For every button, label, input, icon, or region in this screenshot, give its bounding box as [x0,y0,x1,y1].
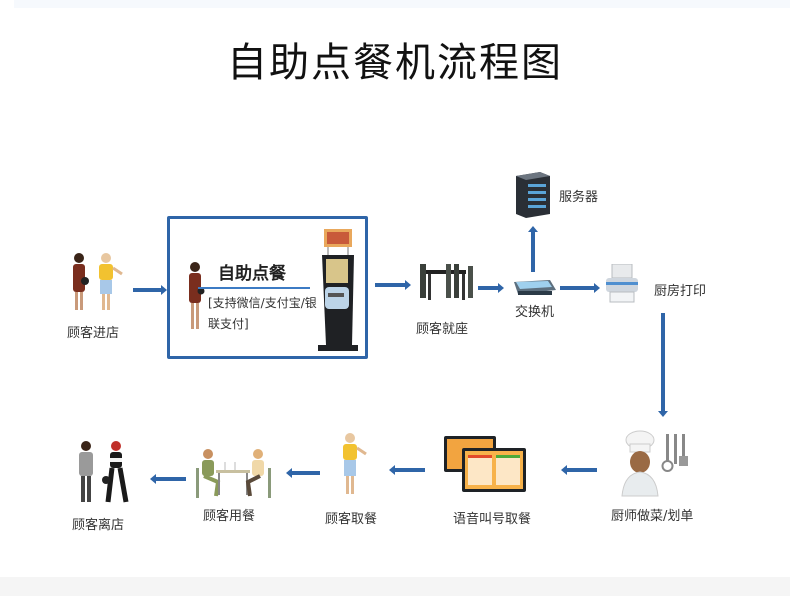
node-label-dine: 顾客用餐 [203,509,256,524]
arrow-up [528,226,538,272]
customers-leaving-icon [79,441,129,503]
node-label-leave: 顾客离店 [72,518,125,533]
arrow-right [560,283,600,293]
dining-couple-icon [196,449,271,498]
node-label-server: 服务器 [559,190,599,205]
arrow-left [150,474,186,484]
self-order-box: 自助点餐 [支持微信/支付宝/银联支付] [167,216,368,359]
self-order-subtitle: [支持微信/支付宝/银联支付] [208,296,317,331]
chef-icon [621,430,688,497]
dining-table-icon [420,264,473,300]
arrow-left [286,468,320,478]
customer-icon [189,262,205,329]
top-strip [14,0,790,8]
server-icon [516,172,550,218]
node-label-pickup: 顾客取餐 [325,512,378,527]
node-label-seat: 顾客就座 [416,322,469,337]
node-label-chef: 厨师做菜/划单 [611,509,694,524]
call-screen-icon [444,436,526,492]
divider [198,287,310,289]
self-order-title: 自助点餐 [218,264,286,284]
arrow-right [375,280,411,290]
arrow-right [478,283,504,293]
customers-icon [73,253,123,310]
node-label-printer: 厨房打印 [654,284,707,299]
bottom-bar [0,577,790,596]
network-switch-icon [514,280,556,295]
customer-icon [343,433,367,494]
arrow-down [658,313,668,417]
node-label-switch: 交换机 [515,305,555,320]
kiosk-icon [318,229,358,351]
node-label-enter: 顾客进店 [67,326,120,341]
page-title: 自助点餐机流程图 [227,40,563,86]
node-label-call: 语音叫号取餐 [453,512,532,527]
printer-icon [606,264,638,303]
arrow-right [133,285,167,295]
arrow-left [561,465,597,475]
arrow-left [389,465,425,475]
